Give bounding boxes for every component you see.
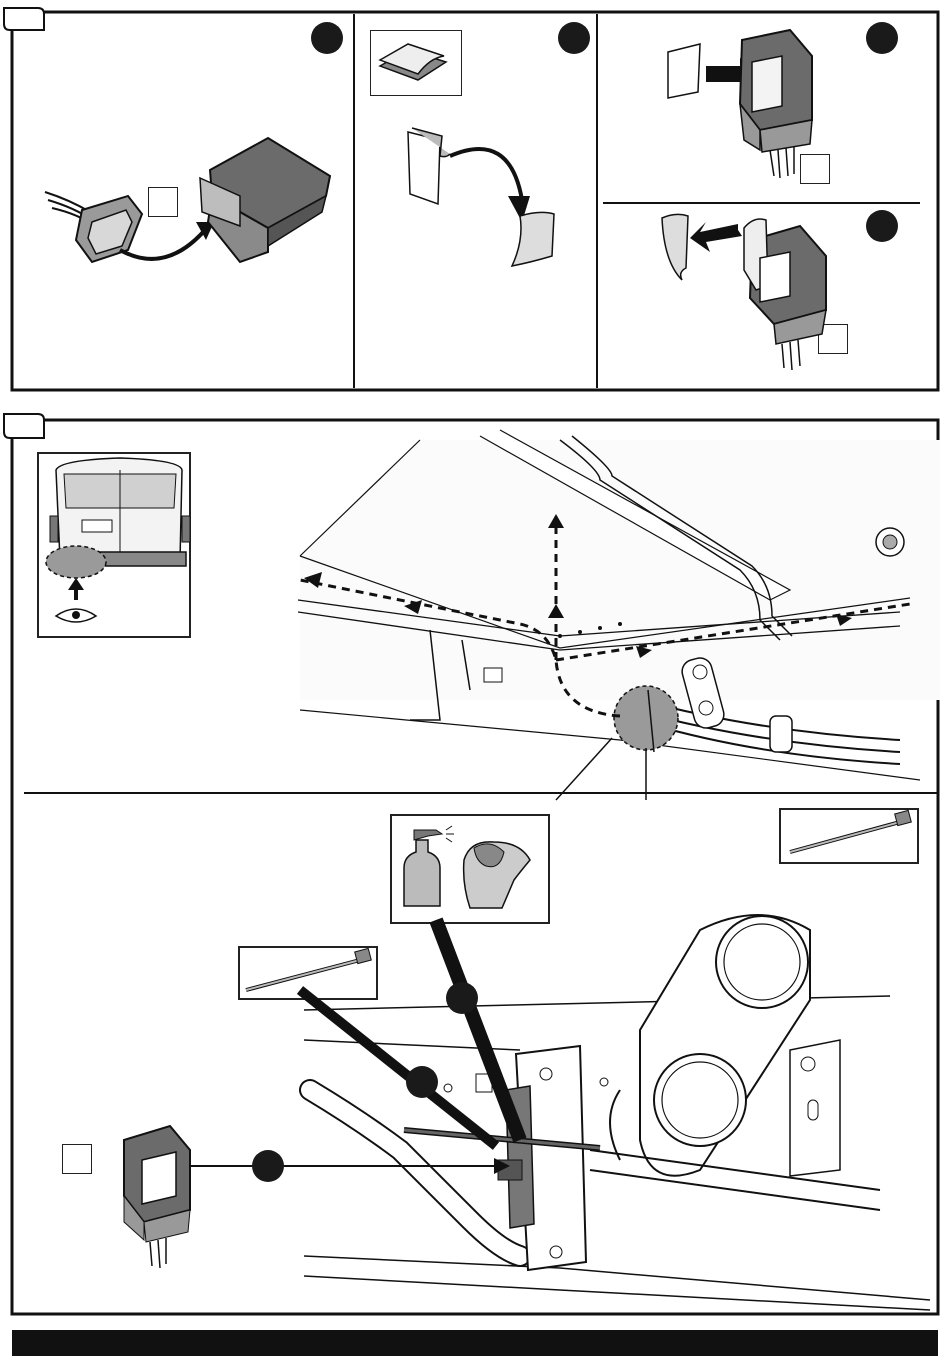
footer-bar	[12, 1330, 938, 1356]
